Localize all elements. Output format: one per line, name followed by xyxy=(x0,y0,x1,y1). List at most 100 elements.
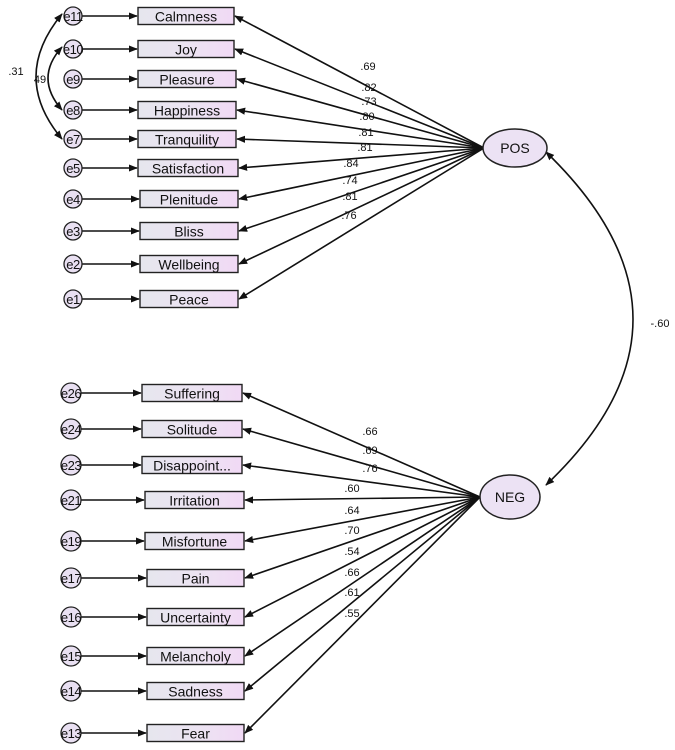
neg-loading-label-suffering: .66 xyxy=(362,426,377,438)
pos-loading-label-pleasure: .73 xyxy=(361,96,376,108)
pos-loading-label-calmness: .69 xyxy=(360,61,375,73)
pos-loading-arrow-satisfaction xyxy=(238,147,485,171)
neg-loading-label-solitude: .69 xyxy=(362,445,377,457)
item-label-bliss: Bliss xyxy=(174,224,204,240)
error-label-e24: e24 xyxy=(61,422,81,437)
error-label-e8: e8 xyxy=(66,103,80,118)
neg-loading-label-sadness: .61 xyxy=(344,587,359,599)
neg-loading-label-melancholy: .66 xyxy=(344,567,359,579)
pos-loading-arrow-calmness xyxy=(234,15,485,149)
error-term-e17 xyxy=(60,567,82,589)
neg-loading-arrow-disappoint xyxy=(242,462,481,498)
neg-loading-label-uncertainty: .54 xyxy=(344,546,359,558)
item-box-satisfaction xyxy=(137,158,239,178)
error-covariance-e10-e8 xyxy=(47,46,63,111)
error-label-e3: e3 xyxy=(66,224,80,239)
error-term-e24 xyxy=(60,418,82,440)
error-term-e4 xyxy=(63,189,83,209)
item-box-calmness xyxy=(137,6,235,26)
error-label-e11: e11 xyxy=(63,9,82,24)
error-term-e7 xyxy=(63,129,83,149)
pos-loading-arrow-joy xyxy=(234,48,485,149)
pos-loading-label-plenitude: .84 xyxy=(343,158,358,170)
pos-loading-label-tranquility: .81 xyxy=(358,127,373,139)
error-covariance-label-e10-e8: 49 xyxy=(34,74,46,86)
item-label-suffering: Suffering xyxy=(164,386,220,402)
item-box-irritation xyxy=(144,490,245,510)
error-label-e13: e13 xyxy=(61,726,81,741)
error-label-e1: e1 xyxy=(66,292,80,307)
pos-loading-arrow-wellbeing xyxy=(238,147,485,265)
neg-loading-arrow-irritation xyxy=(244,496,481,504)
neg-loading-label-misfortune: .64 xyxy=(344,505,359,517)
error-label-e7: e7 xyxy=(66,132,80,147)
error-label-e10: e10 xyxy=(63,42,83,57)
item-box-solitude xyxy=(141,419,243,439)
edges-layer xyxy=(81,12,485,737)
error-covariance-e11-e7 xyxy=(35,13,63,140)
item-label-plenitude: Plenitude xyxy=(160,192,219,208)
neg-loading-label-fear: .55 xyxy=(344,608,359,620)
error-label-e19: e19 xyxy=(61,534,81,549)
item-label-happiness: Happiness xyxy=(154,103,220,119)
error-label-e15: e15 xyxy=(61,649,81,664)
error-label-e21: e21 xyxy=(61,493,81,508)
error-label-e26: e26 xyxy=(61,386,81,401)
item-box-peace xyxy=(139,289,239,309)
item-label-sadness: Sadness xyxy=(168,684,222,700)
error-term-e10 xyxy=(63,39,83,59)
item-box-happiness xyxy=(137,100,237,120)
pos-loading-label-happiness: .80 xyxy=(359,111,374,123)
pos-loading-arrow-happiness xyxy=(236,107,485,149)
error-term-e21 xyxy=(60,489,82,511)
neg-loading-label-irritation: .60 xyxy=(344,483,359,495)
error-label-e23: e23 xyxy=(61,458,81,473)
error-term-e16 xyxy=(60,606,82,628)
pos-loading-arrow-plenitude xyxy=(238,147,485,201)
neg-loading-arrow-solitude xyxy=(242,427,481,498)
item-label-pleasure: Pleasure xyxy=(159,72,214,88)
neg-loading-label-disappoint: .76 xyxy=(362,463,377,475)
nodes-layer: .69Calmnesse11.82Joye10.73Pleasuree9.80H… xyxy=(60,6,378,744)
factor-neg xyxy=(479,474,541,520)
pos-loading-arrow-pleasure xyxy=(236,77,485,149)
neg-loading-arrow-fear xyxy=(244,496,481,734)
error-label-e2: e2 xyxy=(66,257,80,272)
error-label-e17: e17 xyxy=(61,571,81,586)
pos-loading-arrow-tranquility xyxy=(236,135,485,149)
error-term-e5 xyxy=(63,158,83,178)
item-box-bliss xyxy=(139,221,239,241)
item-label-melancholy: Melancholy xyxy=(160,649,231,665)
error-term-e19 xyxy=(60,530,82,552)
pos-loading-label-joy: .82 xyxy=(361,82,376,94)
item-box-disappoint xyxy=(141,455,243,475)
factor-pos xyxy=(482,128,548,168)
neg-loading-arrow-sadness xyxy=(244,496,481,692)
neg-loading-arrow-melancholy xyxy=(244,496,481,657)
error-label-e4: e4 xyxy=(66,192,80,207)
error-label-e9: e9 xyxy=(66,72,80,87)
factor-correlation-label: -.60 xyxy=(651,318,670,330)
neg-loading-arrow-uncertainty xyxy=(244,496,481,618)
pos-loading-arrow-bliss xyxy=(238,147,485,232)
pos-loading-label-wellbeing: .81 xyxy=(342,191,357,203)
item-label-satisfaction: Satisfaction xyxy=(152,161,224,177)
neg-loading-arrow-suffering xyxy=(242,392,481,498)
neg-loading-label-pain: .70 xyxy=(344,525,359,537)
error-term-e3 xyxy=(63,221,83,241)
item-box-wellbeing xyxy=(139,254,239,274)
factor-neg-label: NEG xyxy=(495,489,525,505)
item-box-melancholy xyxy=(146,646,245,666)
item-label-tranquility: Tranquility xyxy=(155,132,219,148)
error-label-e14: e14 xyxy=(61,684,81,699)
item-box-fear xyxy=(146,723,245,743)
factor-pos-label: POS xyxy=(500,140,530,156)
error-label-e16: e16 xyxy=(61,610,81,625)
factor-correlation-arc xyxy=(545,151,634,486)
item-box-joy xyxy=(137,39,235,59)
error-term-e14 xyxy=(60,680,82,702)
item-box-misfortune xyxy=(144,531,245,551)
item-label-solitude: Solitude xyxy=(167,422,218,438)
error-term-e2 xyxy=(63,254,83,274)
